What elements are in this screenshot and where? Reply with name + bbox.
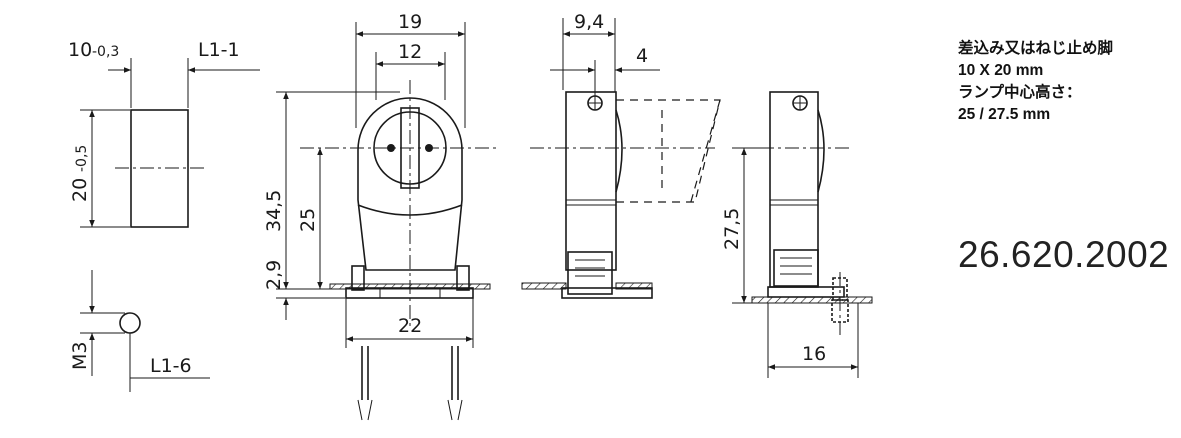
front-view: 19 12 34,5 25 2,9 22 [263,11,500,421]
side-view-plug: 27,5 16 [721,91,873,378]
spec-text: 差込み又はねじ止め脚 10 X 20 mm ランプ中心高さ： 25 / 27.5… [958,38,1113,126]
dim-12: 12 [398,41,422,63]
dim-25: 25 [297,208,319,232]
side-view: 9,4 4 [521,11,721,299]
spec-line-center-height-value: 25 / 27.5 mm [958,106,1051,123]
dim-height-20: 20 [69,178,91,202]
dim-22: 22 [398,315,422,337]
dim-16: 16 [802,343,826,365]
dim-4: 4 [636,45,648,67]
dim-2-9: 2,9 [263,260,285,290]
screw-hole-view: M3 L1-6 [69,270,210,392]
dim-9-4: 9,4 [574,11,604,33]
spec-line-size: 10 X 20 mm [958,62,1044,79]
dim-m3: M3 [69,342,91,370]
spec-line-center-height-label: ランプ中心高さ： [958,84,1082,101]
spec-line-mount: 差込み又はねじ止め脚 [958,40,1114,57]
dim-l1-6: L1-6 [150,355,192,377]
part-number: 26.620.2002 [958,234,1170,275]
dim-27-5: 27,5 [721,208,743,250]
pin-face-view: 10 -0,3 L1-1 20 -0,5 [68,39,260,228]
dim-l1-1: L1-1 [198,39,240,61]
dim-19: 19 [398,11,422,33]
dim-width-10: 10 [68,39,92,61]
dim-34-5: 34,5 [263,190,285,232]
dim-tol-width: -0,3 [92,44,119,60]
dim-tol-height: -0,5 [74,145,90,172]
